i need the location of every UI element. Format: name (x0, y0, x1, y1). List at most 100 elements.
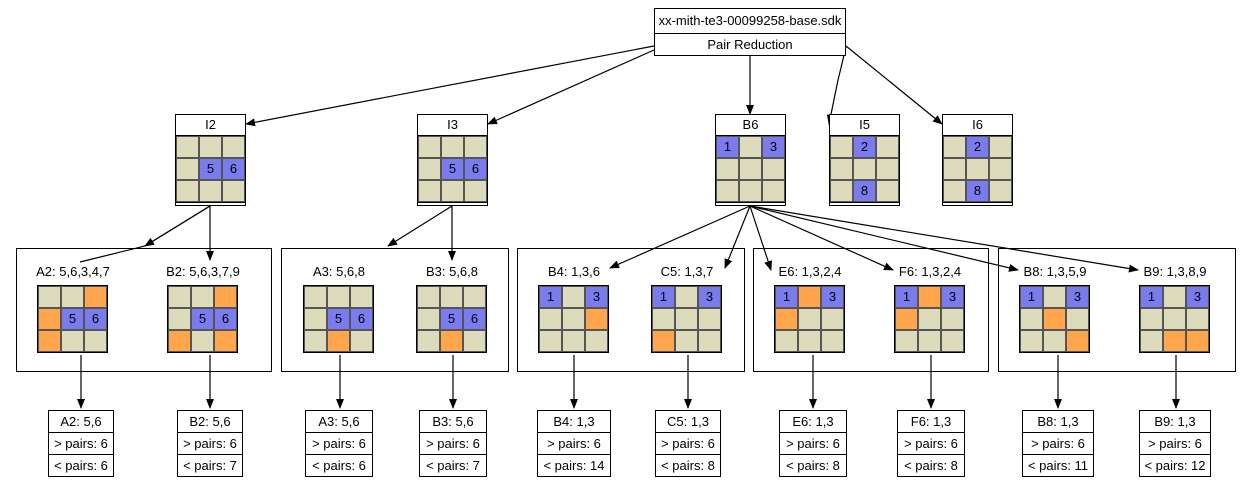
grid-cell (562, 286, 585, 308)
grid-cell (38, 330, 61, 352)
grid-cell (38, 308, 61, 330)
grid-cell (876, 136, 899, 158)
grid-cell (168, 308, 191, 330)
result-greater-pairs: > pairs: 6 (780, 433, 846, 455)
grid-cell (895, 330, 918, 352)
edge-b6-f6 (749, 205, 894, 271)
grid-cell (943, 158, 966, 180)
grid-cell (327, 330, 350, 352)
grid-cell: 6 (84, 308, 107, 330)
result-c5: C5: 1,3> pairs: 6< pairs: 8 (655, 410, 721, 477)
grid-cell (876, 158, 899, 180)
grid-cell (762, 158, 785, 180)
result-title: F6: 1,3 (898, 411, 964, 433)
result-less-pairs: < pairs: 12 (1144, 458, 1206, 473)
grid-cell (84, 286, 107, 308)
grid-cell: 8 (853, 180, 876, 202)
grid-cell (168, 330, 191, 352)
grid-cell (830, 136, 853, 158)
subnode-title-c5: C5: 1,3,7 (660, 264, 714, 279)
grid-cell (762, 180, 785, 202)
result-b2: B2: 5,6> pairs: 6< pairs: 7 (177, 410, 243, 477)
grid-cell (652, 308, 675, 330)
grid-cell (652, 330, 675, 352)
edge-b6-e6 (749, 205, 772, 271)
grid-cell (989, 136, 1012, 158)
edge-b6-b9 (749, 205, 1139, 273)
result-a2: A2: 5,6> pairs: 6< pairs: 6 (48, 410, 114, 477)
grid-cell (830, 180, 853, 202)
grid-cell (417, 308, 440, 330)
grid-cell (441, 180, 464, 202)
grid-cell (418, 158, 441, 180)
group-box-b6-bc (517, 248, 745, 372)
grid-cell (918, 308, 941, 330)
grid-cell (418, 180, 441, 202)
grid-cell (941, 330, 964, 352)
grid-cell: 1 (895, 286, 918, 308)
grid-cell (1163, 308, 1186, 330)
grid-cell (562, 308, 585, 330)
grid-cell (1043, 286, 1066, 308)
result-e6: E6: 1,3> pairs: 6< pairs: 8 (779, 410, 847, 477)
subnode-title-b4: B4: 1,3,6 (547, 264, 601, 279)
grid-cell (1163, 286, 1186, 308)
grid-cell (463, 330, 486, 352)
result-title: B8: 1,3 (1023, 411, 1093, 433)
grid-cell: 5 (191, 308, 214, 330)
subnode-title-b2: B2: 5,6,3,7,9 (166, 264, 240, 279)
grid-cell (739, 136, 762, 158)
grid-cell (798, 286, 821, 308)
result-title: B3: 5,6 (420, 411, 486, 433)
grid-cell (1140, 330, 1163, 352)
grid-cell (440, 286, 463, 308)
grid-cell (966, 158, 989, 180)
grid-cell (168, 286, 191, 308)
grid-cell (539, 330, 562, 352)
grid-cell: 1 (1020, 286, 1043, 308)
edge-root-i2 (245, 45, 655, 127)
grid-cell (675, 286, 698, 308)
result-greater-pairs: > pairs: 6 (1023, 433, 1093, 455)
grid-cell: 5 (199, 158, 222, 180)
edge-b6-c5 (724, 205, 751, 269)
grid-cell: 5 (441, 158, 464, 180)
node-title: I6 (943, 115, 1012, 136)
group-box-b6-b89 (998, 248, 1236, 372)
grid-cell (821, 330, 844, 352)
grid-cell: 5 (327, 308, 350, 330)
grid-cell (222, 136, 245, 158)
grid-cell: 3 (941, 286, 964, 308)
grid-cell (84, 330, 107, 352)
result-greater-pairs: > pairs: 6 (538, 433, 610, 455)
grid-cell (698, 330, 721, 352)
grid-cell: 3 (821, 286, 844, 308)
grid-cell (440, 330, 463, 352)
grid-cell (304, 330, 327, 352)
result-b9: B9: 1,3> pairs: 6< pairs: 12 (1139, 410, 1211, 477)
grid-cell (176, 180, 199, 202)
result-less-pairs: < pairs: 8 (904, 458, 958, 473)
result-greater-pairs: > pairs: 6 (898, 433, 964, 455)
result-title: B2: 5,6 (178, 411, 242, 433)
grid-cell (327, 286, 350, 308)
grid-cell (61, 330, 84, 352)
grid-cell: 3 (698, 286, 721, 308)
grid-cell (675, 330, 698, 352)
grid-cell (199, 136, 222, 158)
grid-cell (350, 330, 373, 352)
result-title: A3: 5,6 (306, 411, 372, 433)
grid-cell (716, 180, 739, 202)
grid-cell (853, 158, 876, 180)
grid-cell: 6 (222, 158, 245, 180)
result-title: E6: 1,3 (780, 411, 846, 433)
group-box-b6-ef (753, 248, 989, 372)
